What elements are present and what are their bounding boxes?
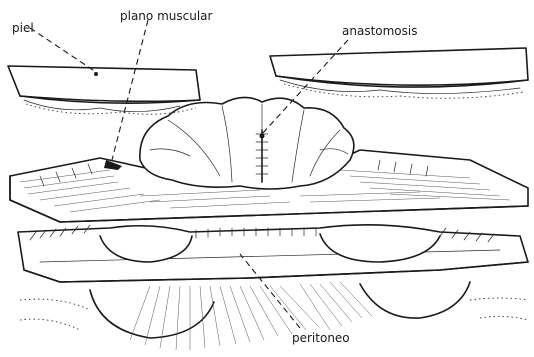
peritoneum-layer <box>18 225 528 350</box>
skin-flap-left <box>8 66 200 114</box>
bowel-anastomosis <box>140 97 354 189</box>
label-peritoneo: peritoneo <box>292 331 350 345</box>
label-anastomosis: anastomosis <box>342 24 417 38</box>
label-plano-muscular: plano muscular <box>120 9 213 23</box>
skin-flap-right <box>270 48 528 98</box>
label-piel: piel <box>12 21 34 35</box>
piel-leader <box>30 28 96 72</box>
